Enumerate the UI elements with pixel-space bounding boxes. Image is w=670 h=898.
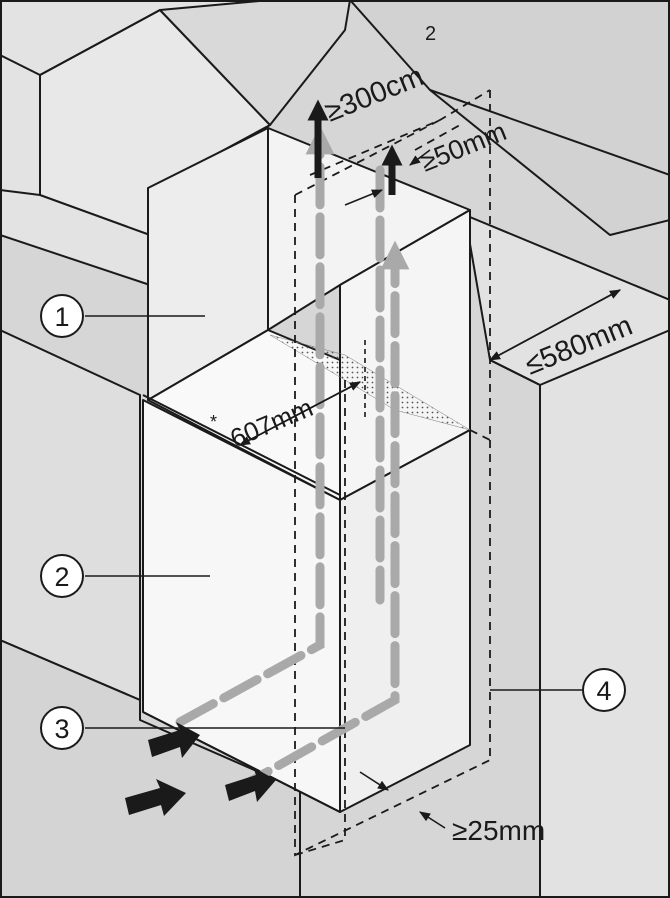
overhead-cabinet [349, 0, 670, 236]
callout-3-label: 3 [54, 714, 69, 744]
gap-bottom-label: ≥25mm [452, 815, 545, 846]
intake-arrows [125, 722, 276, 816]
niche-outline [294, 89, 491, 857]
exhaust-arrows [307, 99, 403, 195]
callout-3: 3 [40, 706, 84, 750]
gap-top-dimension [344, 189, 384, 206]
dimension-lines [239, 149, 621, 829]
airflow-arrow-icon [230, 240, 410, 795]
width-marker: * [210, 412, 217, 432]
callout-leaders [85, 315, 582, 729]
airflow-arrows [175, 125, 410, 795]
callout-2-label: 2 [54, 562, 69, 592]
callout-2: 2 [40, 554, 84, 598]
callout-4-label: 4 [596, 676, 611, 706]
gap-bottom-dimension [359, 771, 389, 791]
airflow-arrow-icon [175, 125, 335, 727]
vent-area-exponent: 2 [425, 23, 436, 45]
callout-1: 1 [40, 294, 84, 338]
callout-1-label: 1 [54, 302, 69, 332]
callout-4: 4 [582, 668, 626, 712]
arrow-right-icon [225, 767, 276, 802]
base-cabinet [0, 329, 301, 898]
arrow-right-icon [148, 722, 200, 758]
arrow-right-icon [125, 779, 186, 816]
